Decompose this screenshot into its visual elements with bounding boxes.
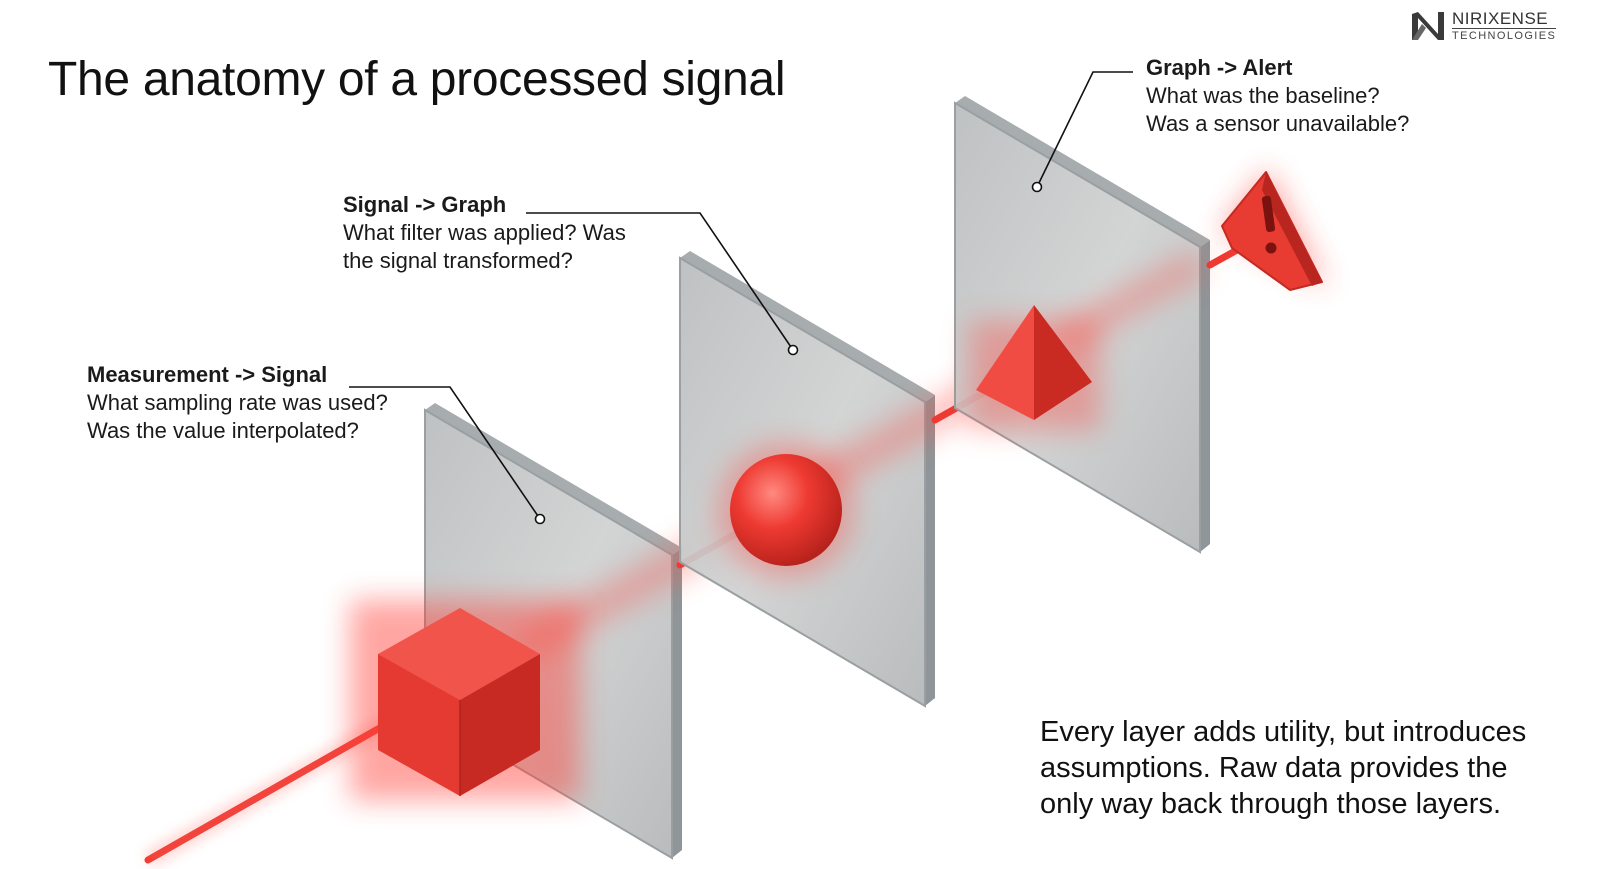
cube-icon xyxy=(350,600,580,800)
glass-pane-2 xyxy=(679,251,935,708)
callout-graph-alert: Graph -> Alert What was the baseline? Wa… xyxy=(1146,54,1409,138)
leader-line-3 xyxy=(1031,71,1133,193)
logo-n-icon xyxy=(1412,12,1444,40)
callout-line: Was a sensor unavailable? xyxy=(1146,111,1410,136)
callout-line: the signal transformed? xyxy=(343,248,573,273)
callout-heading: Signal -> Graph xyxy=(343,192,507,217)
page-title: The anatomy of a processed signal xyxy=(48,53,786,106)
footer-line: only way back through those layers. xyxy=(1040,788,1502,820)
callout-heading: Graph -> Alert xyxy=(1146,55,1293,80)
callout-measurement-signal: Measurement -> Signal What sampling rate… xyxy=(87,361,388,445)
callout-line: What was the baseline? xyxy=(1146,83,1380,108)
footer-line: assumptions. Raw data provides the xyxy=(1040,752,1508,784)
leader-line-2 xyxy=(526,212,799,356)
footer-line: Every layer adds utility, but introduces xyxy=(1040,716,1527,748)
footer-note: Every layer adds utility, but introduces… xyxy=(1040,714,1560,822)
callout-line: What filter was applied? Was xyxy=(343,220,626,245)
leader-line-1 xyxy=(349,386,546,525)
brand-logo: NIRIXENSE TECHNOLOGIES xyxy=(1410,10,1557,42)
callout-line: Was the value interpolated? xyxy=(87,418,359,443)
callout-signal-graph: Signal -> Graph What filter was applied?… xyxy=(343,191,626,275)
logo-sub: TECHNOLOGIES xyxy=(1452,30,1557,42)
callout-line: What sampling rate was used? xyxy=(87,390,388,415)
sphere-icon xyxy=(718,442,854,578)
logo-brand: NIRIXENSE xyxy=(1452,10,1557,29)
pyramid-icon xyxy=(970,305,1100,430)
callout-heading: Measurement -> Signal xyxy=(87,362,328,387)
warning-triangle-icon xyxy=(1220,168,1328,291)
